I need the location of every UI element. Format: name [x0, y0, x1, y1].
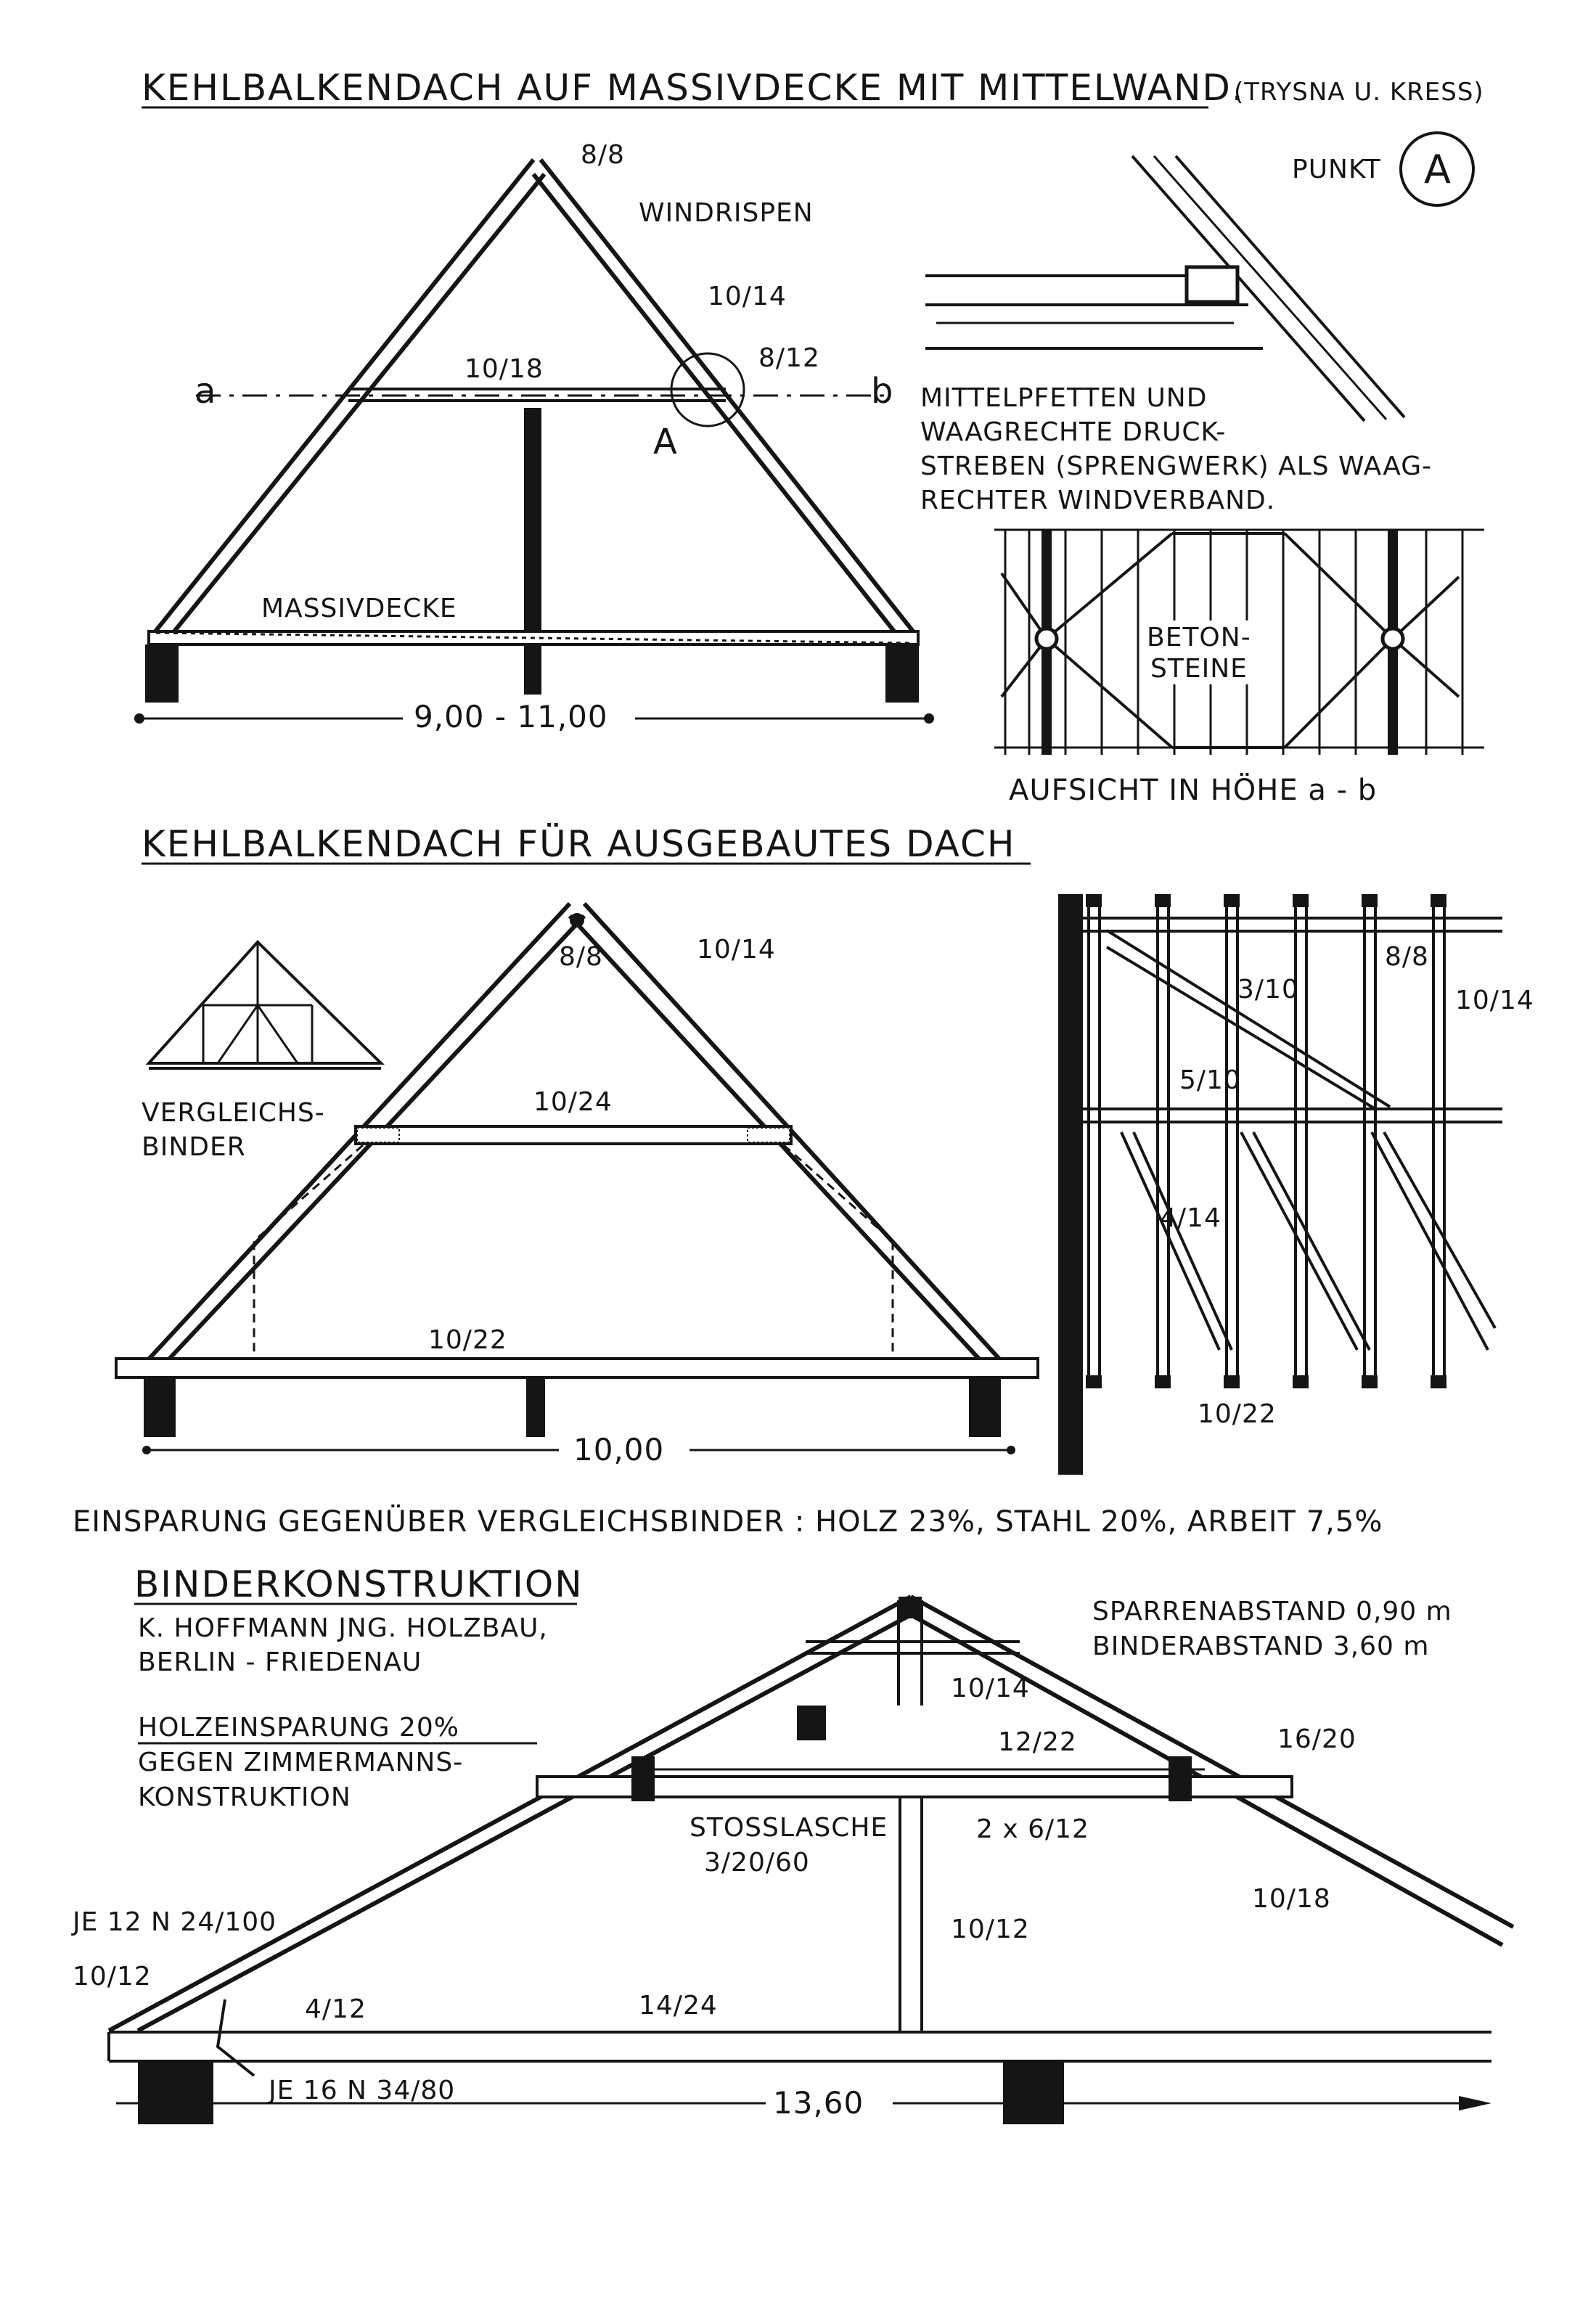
- label-tie-10-22: 10/22: [428, 1325, 507, 1355]
- saving-line-2: GEGEN ZIMMERMANNS-: [138, 1748, 463, 1777]
- label-collar-10-24: 10/24: [533, 1087, 613, 1117]
- elev-label-10-14: 10/14: [1455, 986, 1534, 1015]
- b-label-10-18: 10/18: [1252, 1884, 1331, 1914]
- spacing-line-2: BINDERABSTAND 3,60 m: [1092, 1631, 1429, 1661]
- section-1-title: KEHLBALKENDACH AUF MASSIVDECKE MIT MITTE…: [142, 67, 1245, 109]
- b-label-je-16n: JE 16 N 34/80: [267, 2076, 455, 2105]
- label-top-8-8: 8/8: [581, 140, 625, 170]
- vergleich-line-2: BINDER: [142, 1132, 246, 1162]
- label-collar-10-18: 10/18: [465, 354, 544, 384]
- b-label-12-22: 12/22: [998, 1727, 1077, 1757]
- b-label-16-20: 16/20: [1277, 1724, 1356, 1754]
- note-line-3: STREBEN (SPRENGWERK) ALS WAAG-: [920, 451, 1432, 481]
- elev-label-8-8: 8/8: [1385, 942, 1429, 972]
- punkt-label: PUNKT: [1292, 155, 1381, 184]
- elev-label-5-10: 5/10: [1179, 1065, 1241, 1095]
- b-label-stosslasche: STOSSLASCHE: [689, 1813, 888, 1843]
- b-label-3-20-60: 3/20/60: [704, 1848, 810, 1878]
- punkt-letter: A: [1424, 147, 1451, 192]
- detail-A-diagram: [925, 155, 1406, 422]
- label-massivdecke: MASSIVDECKE: [261, 594, 457, 623]
- section-1-massivdecke: KEHLBALKENDACH AUF MASSIVDECKE MIT MITTE…: [134, 67, 1484, 807]
- note-line-1: MITTELPFETTEN UND: [920, 383, 1207, 413]
- vergleich-line-1: VERGLEICHS-: [142, 1098, 325, 1128]
- section-3-title: BINDERKONSTRUKTION: [134, 1563, 584, 1605]
- aufsicht-caption: AUFSICHT IN HÖHE a - b: [1009, 772, 1377, 807]
- b-label-je-12n: JE 12 N 24/100: [71, 1907, 277, 1937]
- b-label-10-12-left: 10/12: [73, 1962, 152, 1991]
- label-top-8-8-2: 8/8: [559, 942, 603, 972]
- truss-2-diagram: [115, 901, 1039, 1454]
- b-label-2x6-12: 2 x 6/12: [976, 1814, 1089, 1844]
- saving-line-1: HOLZEINSPARUNG 20%: [138, 1713, 459, 1743]
- section-2-ausgebautes-dach: KEHLBALKENDACH FÜR AUSGEBAUTES DACH VERG…: [73, 823, 1534, 1539]
- section-3-binderkonstruktion: BINDERKONSTRUKTION K. HOFFMANN JNG. HOLZ…: [71, 1563, 1515, 2124]
- b-label-10-14: 10/14: [951, 1674, 1030, 1703]
- elev-label-3-10: 3/10: [1237, 975, 1299, 1004]
- savings-line: EINSPARUNG GEGENÜBER VERGLEICHSBINDER : …: [73, 1504, 1383, 1539]
- label-a: a: [195, 371, 216, 412]
- b-label-14-24: 14/24: [639, 1991, 718, 2020]
- section-1-authors: (TRYSNA U. KRESS): [1234, 78, 1484, 107]
- label-span-9-11: 9,00 - 11,00: [414, 699, 608, 734]
- note-line-4: RECHTER WINDVERBAND.: [920, 486, 1275, 515]
- label-span-10-00: 10,00: [573, 1432, 664, 1467]
- company-line-2: BERLIN - FRIEDENAU: [138, 1647, 422, 1677]
- b-label-4-12: 4/12: [305, 1994, 367, 2024]
- vergleichsbinder-diagram: [145, 940, 385, 1070]
- label-strut-8-12: 8/12: [758, 343, 820, 373]
- label-rafter-10-14-2: 10/14: [697, 935, 776, 965]
- section-2-title: KEHLBALKENDACH FÜR AUSGEBAUTES DACH: [142, 823, 1016, 865]
- truss-3-diagram: [107, 1594, 1515, 2124]
- label-rafter-10-14: 10/14: [708, 282, 787, 311]
- elev-label-10-22: 10/22: [1198, 1399, 1277, 1429]
- company-line-1: K. HOFFMANN JNG. HOLZBAU,: [138, 1613, 548, 1643]
- plan-view-a-b: [994, 528, 1484, 755]
- spacing-line-1: SPARRENABSTAND 0,90 m: [1092, 1597, 1452, 1626]
- saving-line-3: KONSTRUKTION: [138, 1782, 351, 1812]
- beton-line-2: STEINE: [1150, 654, 1248, 684]
- truss-1-diagram: [134, 158, 934, 724]
- label-b: b: [871, 371, 893, 412]
- b-label-span-13-60: 13,60: [773, 2085, 864, 2121]
- note-line-2: WAAGRECHTE DRUCK-: [920, 417, 1226, 447]
- label-point-A: A: [653, 422, 678, 462]
- b-label-10-12-right: 10/12: [951, 1915, 1030, 1944]
- longitudinal-elevation: [1058, 894, 1502, 1475]
- elev-label-4-14: 4/14: [1160, 1203, 1221, 1233]
- label-windrispen: WINDRISPEN: [639, 198, 814, 228]
- beton-line-1: BETON-: [1147, 623, 1251, 652]
